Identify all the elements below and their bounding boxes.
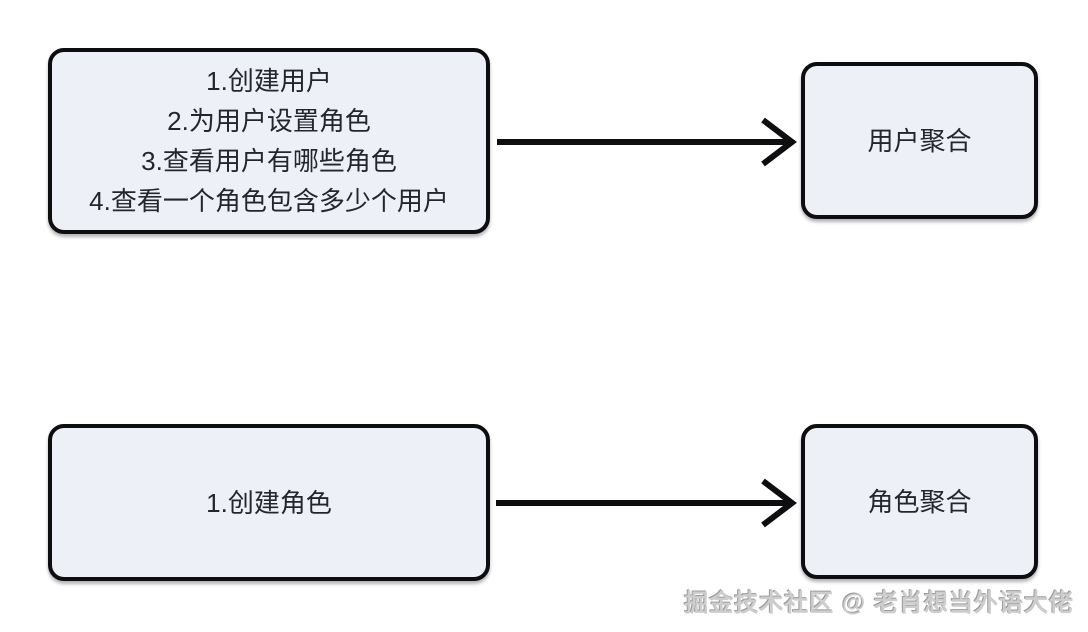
node-role-aggregate: 角色聚合 xyxy=(801,424,1038,579)
node-role-commands: 1.创建角色 xyxy=(48,424,490,581)
arrow-user-commands-to-user-aggregate xyxy=(497,117,797,167)
watermark: 掘金技术社区 @ 老肖想当外语大佬 xyxy=(684,590,1074,617)
node-user-commands: 1.创建用户 2.为用户设置角色 3.查看用户有哪些角色 4.查看一个角色包含多… xyxy=(48,48,490,234)
node-user-commands-line: 1.创建用户 xyxy=(206,66,332,96)
node-role-aggregate-label: 角色聚合 xyxy=(867,486,972,517)
node-user-commands-line: 2.为用户设置角色 xyxy=(167,106,371,136)
arrow-role-commands-to-role-aggregate xyxy=(496,478,797,528)
node-user-aggregate: 用户聚合 xyxy=(801,62,1038,219)
node-user-commands-line: 3.查看用户有哪些角色 xyxy=(141,146,397,176)
node-user-aggregate-label: 用户聚合 xyxy=(867,125,972,156)
node-role-commands-label: 1.创建角色 xyxy=(206,487,332,518)
node-user-commands-line: 4.查看一个角色包含多少个用户 xyxy=(89,186,449,216)
